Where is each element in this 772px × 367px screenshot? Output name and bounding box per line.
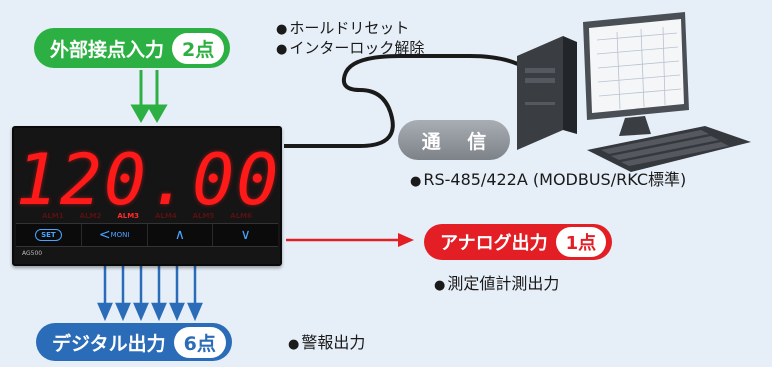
- digital-output-label: デジタル出力: [52, 332, 166, 355]
- alarm-indicator-row: ALM1 ALM2 ALM3 ALM4 ALM5 ALM6: [42, 212, 252, 220]
- communication-pill: 通 信: [398, 120, 510, 160]
- analog-output-function: ●測定値計測出力: [434, 274, 560, 293]
- up-key[interactable]: ∧: [148, 224, 214, 246]
- external-input-label: 外部接点入力: [50, 38, 165, 61]
- bullet-icon: ●: [410, 174, 422, 189]
- alarm-lamp-4: ALM4: [154, 212, 177, 220]
- analog-output-arrow: [286, 233, 414, 247]
- input-arrows: [130, 70, 168, 124]
- digital-output-pill: デジタル出力 6点: [36, 323, 232, 361]
- measurement-display: 120.00: [15, 139, 281, 221]
- analog-output-pill: アナログ出力 1点: [424, 224, 613, 260]
- back-arrow-icon: <: [98, 227, 111, 243]
- alarm-lamp-6: ALM6: [230, 212, 252, 220]
- alarm-lamp-2: ALM2: [79, 212, 102, 220]
- input-function-2: ●インターロック解除: [276, 39, 425, 57]
- digital-output-function: ●警報出力: [288, 333, 366, 352]
- external-input-pill: 外部接点入力 2点: [34, 28, 231, 68]
- desktop-computer-icon: [517, 12, 751, 172]
- digital-controller-device: 120.00 ALM1 ALM2 ALM3 ALM4 ALM5 ALM6 SET…: [12, 126, 282, 266]
- bullet-icon: ●: [276, 22, 288, 37]
- digital-output-arrows: [97, 266, 203, 322]
- set-key[interactable]: SET: [16, 224, 82, 246]
- front-key-panel: SET <MONI ∧ ∨: [16, 223, 278, 247]
- bullet-icon: ●: [288, 337, 300, 352]
- bullet-icon: ●: [434, 278, 446, 293]
- analog-output-count: 1点: [555, 227, 607, 257]
- external-input-count: 2点: [172, 32, 225, 64]
- analog-output-label: アナログ出力: [440, 233, 548, 254]
- alarm-lamp-5: ALM5: [192, 212, 215, 220]
- alarm-lamp-3: ALM3: [117, 212, 140, 220]
- moni-key[interactable]: <MONI: [82, 224, 148, 246]
- communication-cable: [284, 54, 542, 148]
- bullet-icon: ●: [276, 42, 288, 57]
- model-label: AG500: [22, 250, 43, 257]
- digital-output-count: 6点: [173, 326, 226, 358]
- communication-spec: ●RS-485/422A (MODBUS/RKC標準): [410, 170, 687, 189]
- input-function-1: ●ホールドリセット: [276, 19, 410, 37]
- down-key[interactable]: ∨: [240, 227, 251, 243]
- alarm-lamp-1: ALM1: [42, 212, 64, 220]
